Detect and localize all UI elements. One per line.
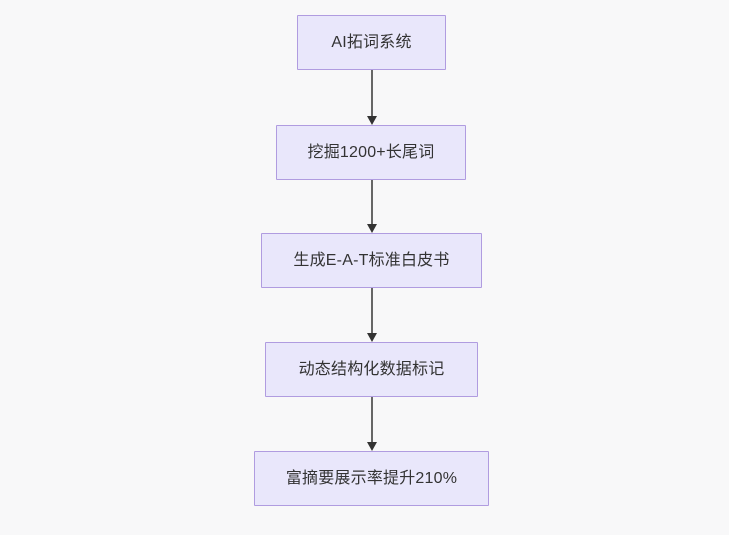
connector-node1-node2 [362,70,382,125]
flow-node-dynamic-structured-data-markup[interactable]: 动态结构化数据标记 [265,342,478,397]
flow-node-label: 富摘要展示率提升210% [285,469,458,487]
connector-node4-node5 [362,397,382,451]
arrow-head-icon [367,333,377,342]
flow-node-rich-snippet-impression-uplift[interactable]: 富摘要展示率提升210% [254,451,489,506]
connector-node3-node4 [362,288,382,342]
connector-line [371,70,373,117]
connector-node2-node3 [362,180,382,233]
connector-line [371,397,373,443]
flow-node-label: AI拓词系统 [331,33,412,51]
connector-line [371,180,373,225]
flow-node-label: 动态结构化数据标记 [298,360,445,378]
flow-node-mine-longtail-keywords[interactable]: 挖掘1200+长尾词 [276,125,466,180]
flow-node-label: 生成E-A-T标准白皮书 [293,251,450,269]
arrow-head-icon [367,224,377,233]
arrow-head-icon [367,442,377,451]
flow-node-ai-keyword-system[interactable]: AI拓词系统 [297,15,446,70]
arrow-head-icon [367,116,377,125]
connector-line [371,288,373,334]
flow-node-generate-eat-whitepaper[interactable]: 生成E-A-T标准白皮书 [261,233,482,288]
flow-node-label: 挖掘1200+长尾词 [307,143,435,161]
